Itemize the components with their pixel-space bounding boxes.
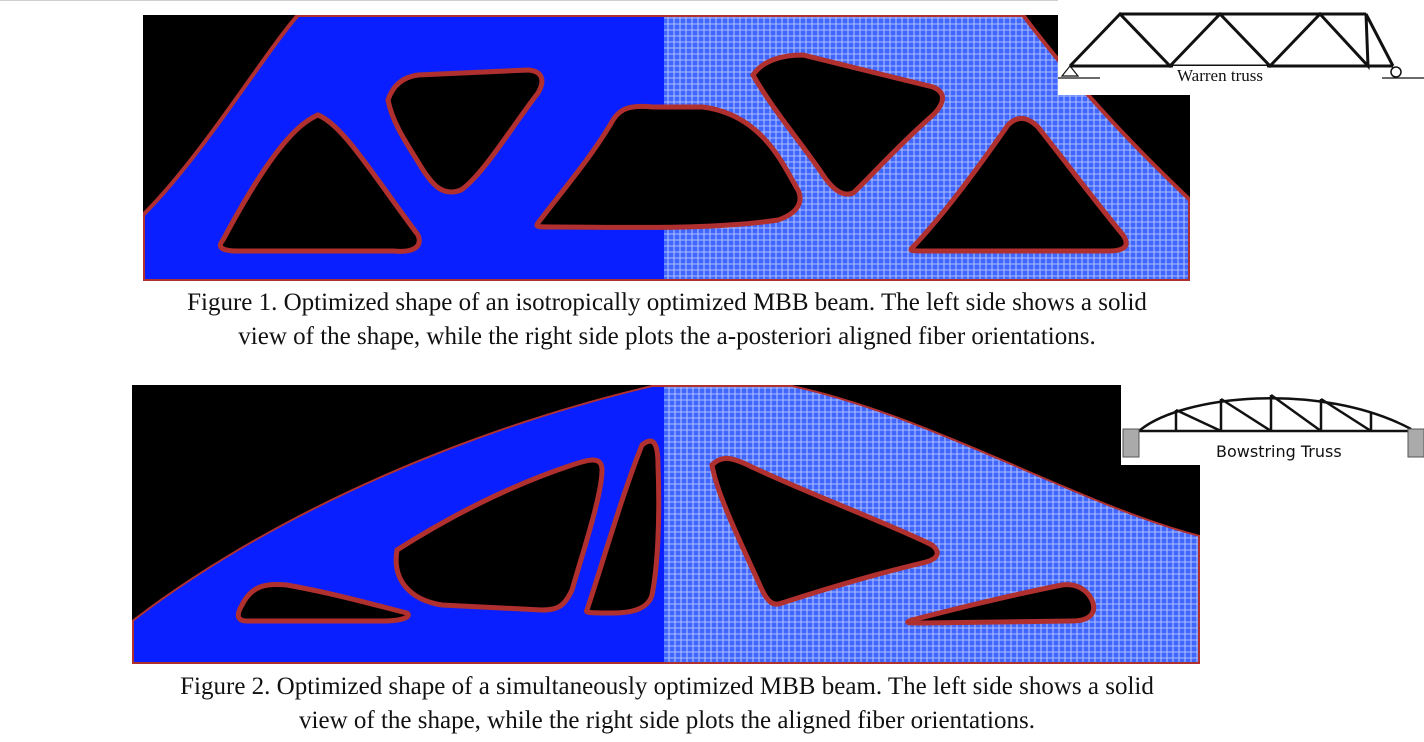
figure1-caption-line1: Figure 1. Optimized shape of an isotropi… (187, 289, 1147, 316)
figure2-caption-line2: view of the shape, while the right side … (299, 707, 1035, 734)
figure1-caption-line2: view of the shape, while the right side … (238, 323, 1096, 350)
warren-truss-label: Warren truss (1173, 66, 1267, 86)
figure2-caption-line1: Figure 2. Optimized shape of a simultane… (180, 673, 1154, 700)
top-rule (0, 0, 1424, 1)
warren-truss-inset: Warren truss (1058, 0, 1424, 95)
figure1-image (143, 15, 1190, 281)
bowstring-truss-label: Bowstring Truss (1216, 442, 1342, 461)
figure2-image (132, 385, 1200, 664)
bowstring-truss-inset: Bowstring Truss (1121, 385, 1424, 465)
